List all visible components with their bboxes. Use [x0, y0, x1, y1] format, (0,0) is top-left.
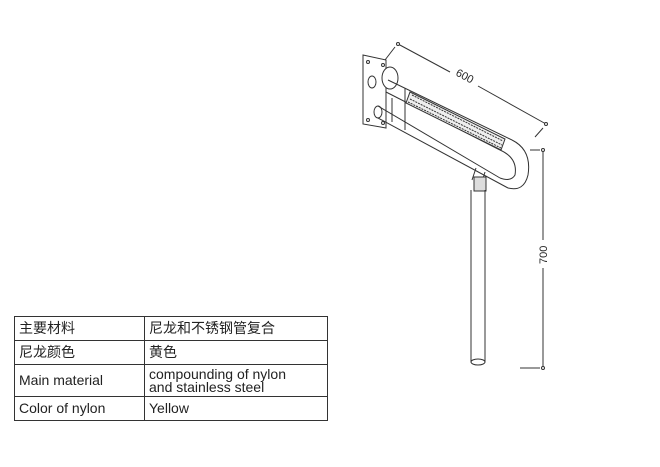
- height-label: 700: [538, 246, 550, 264]
- row-label: 尼龙颜色: [14, 340, 145, 365]
- height-dimension: [520, 148, 545, 370]
- row-value: 黄色: [144, 340, 328, 365]
- table-row: Main material compounding of nylon and s…: [14, 364, 328, 397]
- row-label: 主要材料: [14, 316, 145, 341]
- row-value-line: and stainless steel: [149, 378, 265, 395]
- row-value-line: compounding of nylon: [149, 365, 286, 382]
- length-dimension: [384, 42, 548, 138]
- row-value: compounding of nylon and stainless steel: [144, 364, 328, 397]
- row-label: Color of nylon: [14, 396, 145, 421]
- row-value: 尼龙和不锈钢管复合: [144, 316, 328, 341]
- row-label: Main material: [14, 364, 145, 397]
- table-row: 尼龙颜色 黄色: [14, 340, 328, 365]
- length-label: 600: [454, 67, 476, 86]
- spec-table: 主要材料 尼龙和不锈钢管复合 尼龙颜色 黄色 Main material com…: [14, 316, 328, 421]
- table-row: 主要材料 尼龙和不锈钢管复合: [14, 316, 328, 341]
- support-leg: [470, 176, 487, 366]
- row-value: Yellow: [144, 396, 328, 421]
- table-row: Color of nylon Yellow: [14, 396, 328, 421]
